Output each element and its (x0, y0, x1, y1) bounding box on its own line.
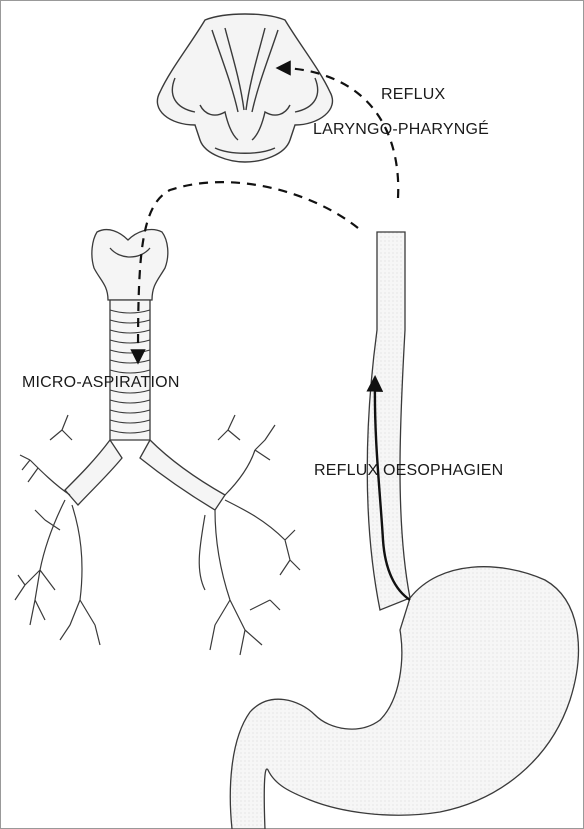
stomach-icon (230, 567, 578, 829)
trachea-bronchi-icon (15, 230, 300, 655)
label-micro-aspiration: MICRO-ASPIRATION (22, 374, 180, 392)
label-reflux-oesophagien: REFLUX OESOPHAGIEN (314, 462, 503, 480)
larynx-icon (157, 14, 332, 162)
esophagus-icon (367, 232, 410, 610)
label-reflux: REFLUX (381, 86, 445, 104)
label-laryngo-pharynge: LARYNGO-PHARYNGÉ (313, 121, 489, 139)
